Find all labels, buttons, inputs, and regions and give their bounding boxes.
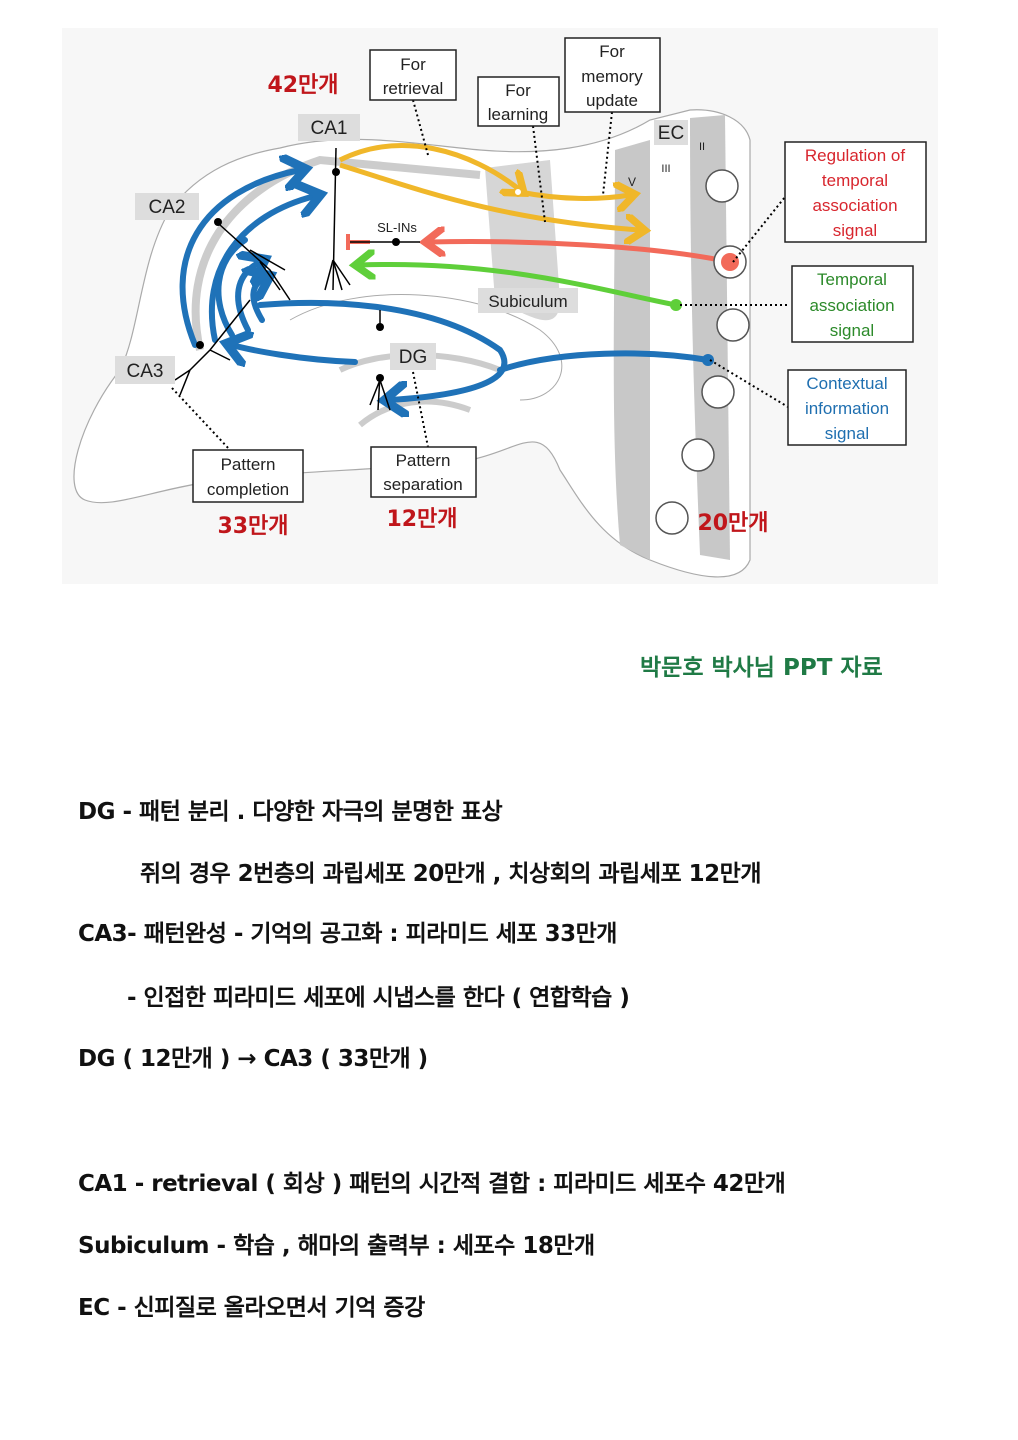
regulation-signal-dot <box>721 253 739 271</box>
note-dg-detail: 쥐의 경우 2번층의 과립세포 20만개 , 치상회의 과립세포 12만개 <box>140 861 762 887</box>
dg-outline <box>289 294 563 401</box>
ca3-count: 33만개 <box>217 514 288 539</box>
callout-retrieval: For retrieval <box>369 49 457 101</box>
callout-memory-update: For memory update <box>564 37 661 113</box>
svg-text:signal: signal <box>833 221 877 240</box>
note-ca3-detail: - 인접한 피라미드 세포에 시냅스를 한다 ( 연합학습 ) <box>127 985 630 1011</box>
dg-label: DG <box>399 347 428 368</box>
ca1-label: CA1 <box>311 118 348 139</box>
note-dg-ca3: DG ( 12만개 ) → CA3 ( 33만개 ) <box>78 1046 428 1072</box>
sl-ins-label: SL-INs <box>377 220 417 235</box>
callout-temporal: Temporal association signal <box>791 265 914 343</box>
yellow-synapse <box>513 187 523 197</box>
green-signal-path <box>360 264 677 308</box>
ec-count: 20만개 <box>697 511 768 536</box>
svg-text:Contextual: Contextual <box>806 374 887 393</box>
svg-text:association: association <box>812 196 897 215</box>
svg-text:signal: signal <box>825 424 869 443</box>
svg-text:learning: learning <box>488 105 549 124</box>
callout-pattern-completion: Pattern completion <box>192 449 304 503</box>
note-ca3: CA3- 패턴완성 - 기억의 공고화 : 피라미드 세포 33만개 <box>78 921 617 947</box>
dg-layer-2 <box>358 398 472 428</box>
svg-text:update: update <box>586 91 638 110</box>
ca3-label: CA3 <box>127 361 164 382</box>
svg-text:signal: signal <box>830 321 874 340</box>
svg-text:Pattern: Pattern <box>221 455 276 474</box>
svg-text:For: For <box>400 55 426 74</box>
svg-text:association: association <box>809 296 894 315</box>
note-ca1: CA1 - retrieval ( 회상 ) 패턴의 시간적 결합 : 피라미드… <box>78 1171 786 1197</box>
svg-text:information: information <box>805 399 889 418</box>
svg-text:Pattern: Pattern <box>396 451 451 470</box>
ca2-label: CA2 <box>149 197 186 218</box>
dg-count: 12만개 <box>386 507 457 532</box>
ec-cells <box>655 169 750 535</box>
yellow-pathways <box>338 143 640 230</box>
svg-text:Regulation of: Regulation of <box>805 146 905 165</box>
ca1-count: 42만개 <box>267 73 338 98</box>
callout-pattern-separation: Pattern separation <box>370 446 477 498</box>
callout-learning: For learning <box>477 76 560 127</box>
ec-layer-iii: III <box>661 163 670 175</box>
svg-text:memory: memory <box>581 67 643 86</box>
callout-contextual: Contextual information signal <box>787 369 907 446</box>
ec-label: EC <box>658 123 684 144</box>
svg-text:completion: completion <box>207 480 289 499</box>
contextual-signal-dot <box>702 354 714 366</box>
hippocampus-diagram: CA1 CA2 CA3 DG Subiculum EC SL-INs II II… <box>62 28 938 584</box>
callout-regulation: Regulation of temporal association signal <box>784 141 927 243</box>
svg-text:temporal: temporal <box>822 171 888 190</box>
subiculum-label: Subiculum <box>488 292 567 311</box>
ec-layer-ii: II <box>699 141 705 153</box>
temporal-signal-dot <box>670 299 682 311</box>
ec-layer-v: V <box>628 175 636 189</box>
svg-text:For: For <box>599 42 625 61</box>
svg-text:For: For <box>505 81 531 100</box>
svg-text:separation: separation <box>383 475 462 494</box>
leader-lines <box>171 99 790 451</box>
credit-text: 박문호 박사님 PPT 자료 <box>640 655 883 681</box>
ec-band-1 <box>613 140 650 560</box>
blue-pathways <box>179 170 711 400</box>
red-signal-path <box>430 242 731 265</box>
svg-text:retrieval: retrieval <box>383 79 443 98</box>
svg-text:Temporal: Temporal <box>817 270 887 289</box>
note-subiculum: Subiculum - 학습 , 해마의 출력부 : 세포수 18만개 <box>78 1233 595 1259</box>
note-dg: DG - 패턴 분리 . 다양한 자극의 분명한 표상 <box>78 799 503 825</box>
note-ec: EC - 신피질로 올라오면서 기억 증강 <box>78 1295 425 1321</box>
